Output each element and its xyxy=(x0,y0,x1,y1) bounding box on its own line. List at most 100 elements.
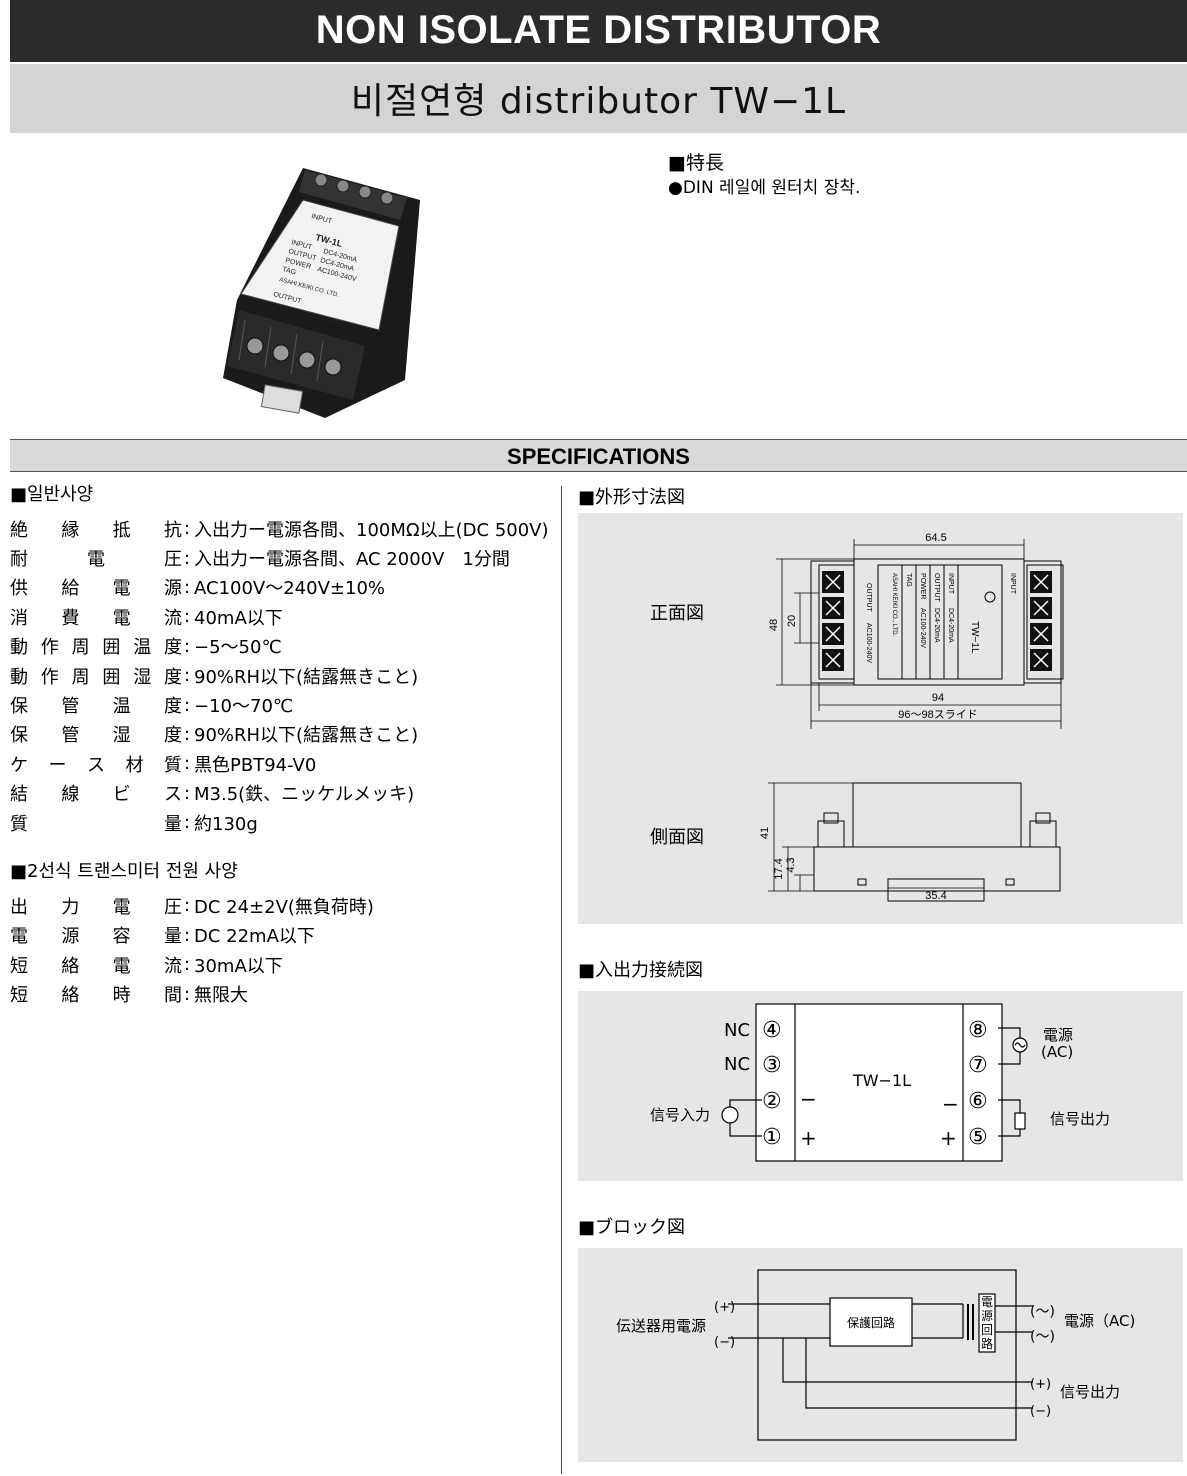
out-minus-label: (−) xyxy=(1030,1404,1051,1419)
spec-label-char: 圧 xyxy=(164,549,182,571)
spec-label-char: 費 xyxy=(61,607,80,629)
spec-row: 質量:約130g xyxy=(10,808,555,837)
spec-label: 短絡時間 xyxy=(10,981,184,1007)
spec-colon: : xyxy=(184,576,191,598)
spec-row: 電源容量:DC 22mA以下 xyxy=(10,921,555,950)
spec-label-char: 管 xyxy=(61,696,80,718)
spec-label-char: 短 xyxy=(10,955,28,977)
spec-value: −10〜70℃ xyxy=(194,696,294,718)
general-specs-table: 絶縁抵抗:入出力ー電源各間、100MΩ以上(DC 500V)耐電圧:入出力ー電源… xyxy=(10,514,555,837)
spec-label-char: 度 xyxy=(163,696,182,718)
spec-value: 30mA以下 xyxy=(194,955,283,977)
spec-label-char: 度 xyxy=(163,637,182,659)
block-diagram-heading: ■ブロック図 xyxy=(578,1217,686,1238)
spec-label-char: 保 xyxy=(10,725,28,747)
spec-label-char: 圧 xyxy=(163,896,182,918)
spec-colon: : xyxy=(184,895,191,917)
spec-colon: : xyxy=(184,753,191,775)
spec-label-char: ス xyxy=(87,754,105,776)
front-label-row: POWER xyxy=(919,573,926,599)
spec-label: 短絡電流 xyxy=(10,952,184,978)
plus-left: + xyxy=(800,1126,817,1150)
spec-row: 出力電圧:DC 24±2V(無負荷時) xyxy=(10,891,555,920)
spec-colon: : xyxy=(184,518,191,540)
terminal-6: ⑥ xyxy=(968,1089,988,1114)
photo-label-line: TAG xyxy=(281,266,296,276)
features-section: ■特長 ●DIN 레일에 원터치 장착. xyxy=(668,150,860,200)
spec-row: 耐電圧:入出力ー電源各間、AC 2000V 1分間 xyxy=(10,543,555,572)
plus-right: + xyxy=(940,1126,957,1150)
spec-label-char: 作 xyxy=(40,666,59,688)
terminal-5: ⑤ xyxy=(968,1125,988,1150)
transmitter-specs-heading: ■2선식 트랜스미터 전원 사양 xyxy=(10,861,238,883)
power-circuit-char: 電 xyxy=(981,1295,993,1309)
spec-row: ケース材質:黒色PBT94-V0 xyxy=(10,749,555,778)
spec-label: 絶縁抵抗 xyxy=(10,516,184,542)
spec-colon: : xyxy=(184,723,191,745)
dim-4-3: 4.3 xyxy=(785,857,797,872)
signal-input-label: 信号入力 xyxy=(650,1106,710,1124)
spec-label-char: 保 xyxy=(10,696,28,718)
spec-label-char: ケ xyxy=(10,754,28,776)
spec-label-char: 流 xyxy=(163,955,182,977)
spec-row: 保管湿度:90%RH以下(結露無きこと) xyxy=(10,720,555,749)
connection-heading: ■入出力接続図 xyxy=(578,960,704,981)
spec-colon: : xyxy=(184,924,191,946)
spec-value: AC100V〜240V±10% xyxy=(194,578,385,600)
spec-label-char: 度 xyxy=(163,666,182,688)
spec-value: 無限大 xyxy=(194,985,248,1007)
front-label-value: DC4-20mA xyxy=(933,608,940,643)
power-circuit-char: 路 xyxy=(981,1336,993,1351)
spec-row: 結線ビス:M3.5(鉄、ニッケルメッキ) xyxy=(10,779,555,808)
spec-label-char: 力 xyxy=(61,896,80,918)
spec-value: 90%RH以下(結露無きこと) xyxy=(194,725,419,747)
terminal-7: ⑦ xyxy=(968,1053,988,1078)
spec-label-char: 出 xyxy=(10,896,28,918)
spec-label: 保管湿度 xyxy=(10,721,184,747)
terminal-2: ② xyxy=(762,1089,782,1114)
spec-label-char: 作 xyxy=(40,637,59,659)
spec-label: ケース材質 xyxy=(10,751,184,777)
spec-label-char: 周 xyxy=(71,637,90,659)
spec-colon: : xyxy=(184,665,191,687)
spec-label-char: 管 xyxy=(61,725,80,747)
spec-label-char: 給 xyxy=(61,578,80,600)
connection-model: TW−1L xyxy=(852,1071,911,1090)
dim-48: 48 xyxy=(768,619,780,631)
spec-label-char: 量 xyxy=(164,813,182,835)
spec-colon: : xyxy=(184,812,191,834)
dim-41: 41 xyxy=(759,827,771,839)
spec-label-char: 質 xyxy=(164,754,182,776)
spec-label-char: 動 xyxy=(10,666,28,688)
page-title: NON ISOLATE DISTRIBUTOR xyxy=(10,0,1187,62)
dim-35-4: 35.4 xyxy=(925,890,946,902)
transmitter-power-label: 伝送器用電源 xyxy=(616,1317,706,1335)
spec-label-char: 供 xyxy=(10,578,28,600)
spec-value: 入出力ー電源各間、AC 2000V 1分間 xyxy=(194,549,510,571)
minus-left: − xyxy=(800,1087,817,1111)
spec-row: 短絡時間:無限大 xyxy=(10,979,555,1008)
minus-right: − xyxy=(942,1092,959,1116)
block-diagram: 保護回路 電 源 回 路 伝送器用電源 (+) (−) (〜) (〜) 電源（A… xyxy=(578,1248,1183,1462)
spec-value: 入出力ー電源各間、100MΩ以上(DC 500V) xyxy=(194,519,549,541)
spec-label-char: 短 xyxy=(10,985,28,1007)
power-ac-label: (AC) xyxy=(1041,1043,1073,1061)
spec-colon: : xyxy=(184,635,191,657)
spec-value: 約130g xyxy=(194,813,258,835)
spec-label: 消費電流 xyxy=(10,604,184,630)
product-photo: INPUT TW-1L INPUT OUTPUT POWER TAG DC4-2… xyxy=(215,160,425,420)
spec-value: DC 24±2V(無負荷時) xyxy=(194,896,374,918)
spec-label-char: 電 xyxy=(10,926,28,948)
spec-label-char: 間 xyxy=(163,985,182,1007)
spec-label-char: 温 xyxy=(133,637,152,659)
spec-row: 短絡電流:30mA以下 xyxy=(10,950,555,979)
terminal-1: ① xyxy=(762,1125,782,1150)
spec-value: 90%RH以下(結露無きこと) xyxy=(194,666,419,688)
front-maker-text: ASAHI KEIKI CO., LTD. xyxy=(891,573,897,637)
spec-label: 保管温度 xyxy=(10,692,184,718)
nc-label: NC xyxy=(724,1020,750,1041)
spec-label-char: ビ xyxy=(112,784,131,806)
spec-label-char: 囲 xyxy=(102,637,121,659)
front-input-text: INPUT xyxy=(1009,573,1016,595)
spec-label-char: 絶 xyxy=(10,519,28,541)
